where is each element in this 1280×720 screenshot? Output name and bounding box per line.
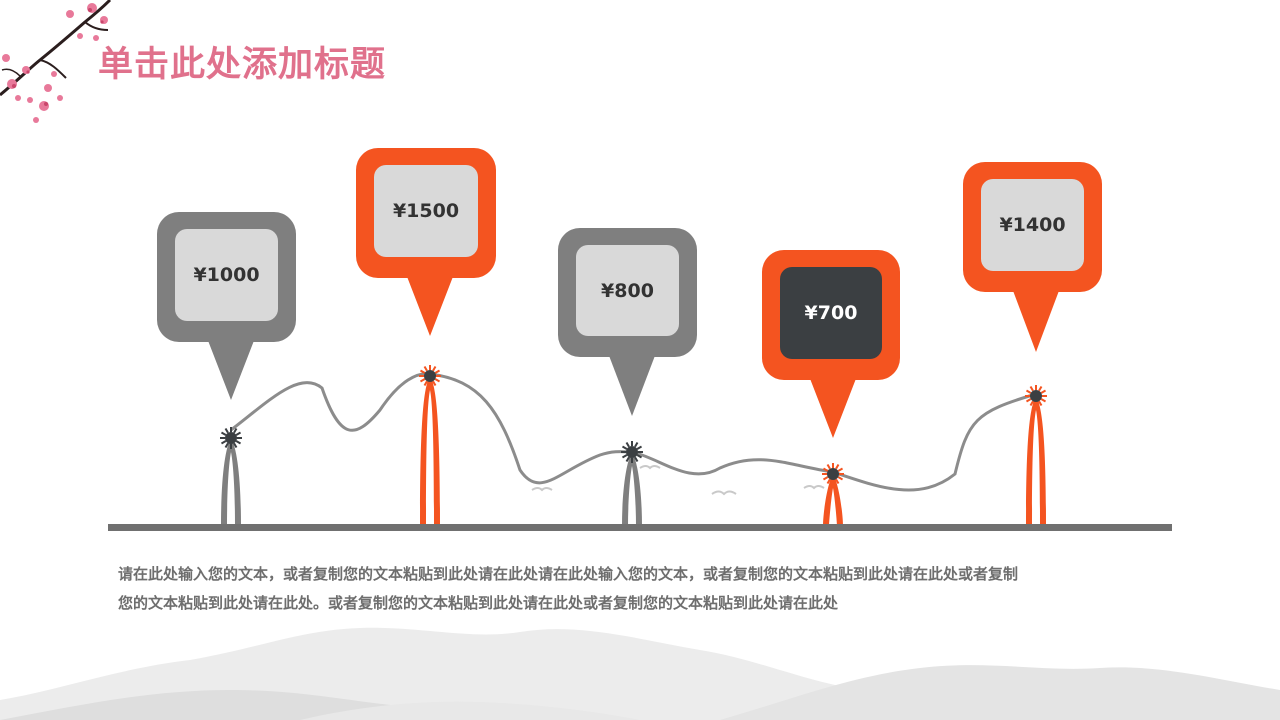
value-bubble <box>157 212 296 400</box>
pin-post <box>621 441 643 526</box>
baseline <box>108 524 1172 531</box>
pin-value-label: ¥1500 <box>392 200 460 222</box>
pin-post <box>220 427 242 526</box>
sun-burst-icon <box>1025 385 1047 407</box>
page-title: 单击此处添加标题 <box>98 45 387 85</box>
pin-value-label: ¥700 <box>804 302 858 324</box>
pin-post <box>822 463 844 526</box>
body-line: 您的文本粘贴到此处请在此处。或者复制您的文本粘贴到此处请在此处或者复制您的文本粘… <box>118 594 839 612</box>
value-bubble <box>558 228 697 416</box>
body-text: 请在此处输入您的文本，或者复制您的文本粘贴到此处请在此处请在此处输入您的文本，或… <box>118 560 1163 618</box>
body-line: 请在此处输入您的文本，或者复制您的文本粘贴到此处请在此处请在此处输入您的文本，或… <box>118 565 1019 583</box>
plum-blossom-branch <box>0 0 112 123</box>
pin-post <box>419 365 441 526</box>
ink-mountains <box>0 627 1280 720</box>
pin-post <box>1025 385 1047 526</box>
sun-burst-icon <box>822 463 844 485</box>
value-bubble <box>356 148 496 336</box>
value-bubble <box>762 250 900 438</box>
sun-burst-icon <box>220 427 242 449</box>
value-bubble <box>963 162 1102 352</box>
pin-value-label: ¥1000 <box>193 264 260 286</box>
pin-value-label: ¥1400 <box>999 214 1066 236</box>
sun-burst-icon <box>419 365 441 387</box>
connecting-wave <box>230 372 1037 492</box>
bird-icon <box>531 465 825 496</box>
sun-burst-icon <box>621 441 643 463</box>
wave-line <box>230 372 1037 492</box>
pin-value-label: ¥800 <box>601 279 654 302</box>
